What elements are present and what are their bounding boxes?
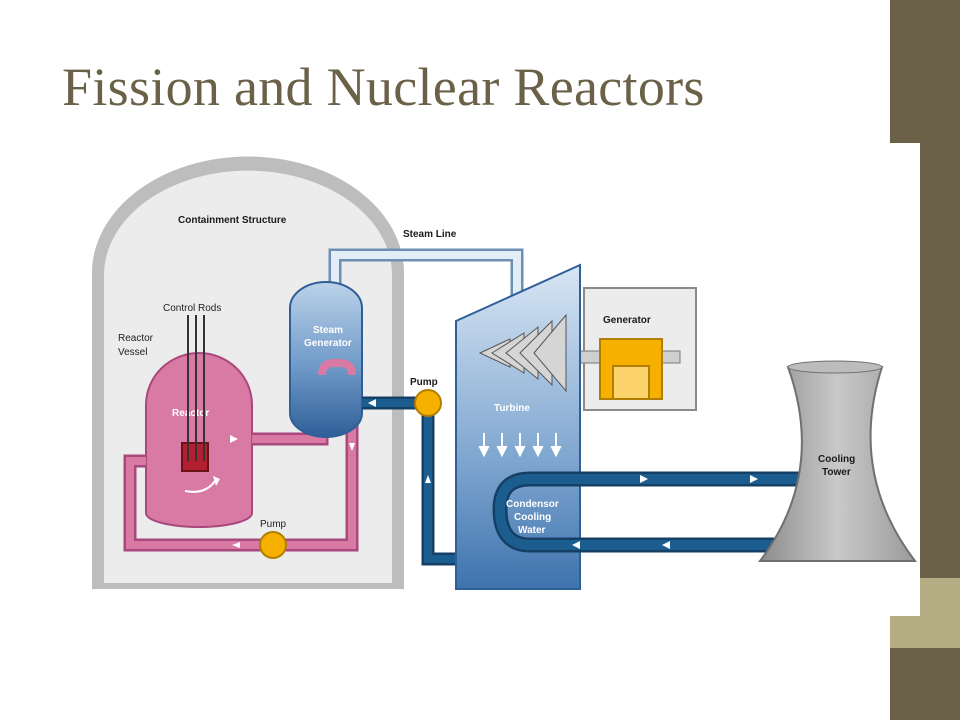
- cooling-tower-label-2: Tower: [822, 467, 851, 478]
- condenser-label-1: Condensor: [506, 499, 559, 510]
- steam-line: Steam Line: [328, 229, 524, 315]
- turbine-blades: [478, 313, 567, 393]
- steam-flow-arrows: [478, 433, 562, 458]
- cooling-tower-label-1: Cooling: [818, 454, 855, 465]
- upper-pump: Pump: [410, 377, 442, 417]
- lower-pump-label: Pump: [260, 519, 287, 530]
- containment-label: Containment Structure: [178, 215, 287, 226]
- control-rods-label: Control Rods: [163, 303, 221, 314]
- reactor-vessel-label-1: Reactor: [118, 333, 154, 344]
- reactor-diagram: Containment Structure Steam Line Reactor…: [60, 143, 920, 616]
- steam-generator-label-1: Steam: [313, 325, 343, 336]
- steam-generator-label-2: Generator: [304, 338, 352, 349]
- reactor-label: Reactor: [172, 408, 209, 419]
- cooling-tower: Cooling Tower: [758, 360, 918, 562]
- turbine: Turbine: [455, 263, 581, 590]
- generator-label: Generator: [603, 315, 651, 326]
- lower-pump: Pump: [259, 519, 287, 559]
- control-rods: Control Rods: [163, 303, 221, 461]
- condenser-cooling-loop: Condensor Cooling Water: [492, 471, 820, 553]
- steam-line-label: Steam Line: [403, 229, 457, 240]
- upper-pump-label: Pump: [410, 377, 438, 388]
- reactor-vessel-label-2: Vessel: [118, 347, 147, 358]
- generator: Generator: [579, 287, 697, 411]
- turbine-label: Turbine: [494, 403, 530, 414]
- condenser-label-2: Cooling: [514, 512, 551, 523]
- condenser-label-3: Water: [518, 525, 546, 536]
- slide-title: Fission and Nuclear Reactors: [62, 57, 705, 117]
- steam-generator: Steam Generator: [289, 281, 363, 438]
